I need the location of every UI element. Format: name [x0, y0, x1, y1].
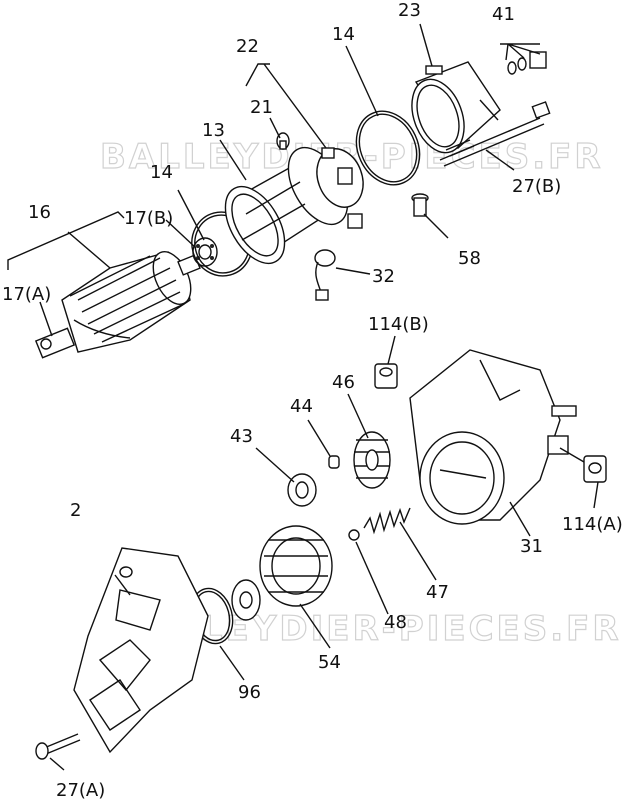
callout-16: 16: [28, 202, 51, 223]
callout-27a: 27(A): [56, 780, 105, 800]
callout-96: 96: [238, 682, 261, 703]
callout-2: 2: [70, 500, 81, 521]
part-44-pin: [328, 455, 340, 469]
callout-27b: 27(B): [512, 176, 561, 197]
part-27b-through-bolts: [439, 101, 551, 167]
part-54-clutch-assembly: [231, 525, 333, 621]
part-46-pinion-gear: [353, 431, 391, 489]
callout-114a: 114(A): [562, 514, 623, 535]
part-23-rear-cover: [411, 61, 501, 154]
callout-23: 23: [398, 0, 421, 21]
part-14-oring-upper: [355, 110, 421, 186]
callout-31: 31: [520, 536, 543, 557]
part-47-spring: [363, 507, 411, 535]
callout-58: 58: [458, 248, 481, 269]
part-32-brush-lead: [314, 249, 336, 301]
callout-54: 54: [318, 652, 341, 673]
callout-21: 21: [250, 97, 273, 118]
part-2-front-bracket: [73, 547, 209, 754]
part-41-nut-washers: [507, 51, 547, 75]
part-114a-nut: [583, 455, 607, 483]
callout-47: 47: [426, 582, 449, 603]
callout-46: 46: [332, 372, 355, 393]
part-58-grommet: [411, 193, 429, 217]
part-31-drive-housing: [409, 349, 585, 525]
part-43-collar: [287, 473, 317, 507]
callout-14-upper: 14: [332, 24, 355, 45]
callout-41: 41: [492, 4, 515, 25]
callout-22: 22: [236, 36, 259, 57]
callout-48: 48: [384, 612, 407, 633]
callout-17a: 17(A): [2, 284, 51, 305]
leader-lines: [7, 23, 599, 771]
part-27a-bolt: [35, 733, 81, 760]
callout-32: 32: [372, 266, 395, 287]
part-48-steel-ball: [348, 529, 360, 541]
callout-44: 44: [290, 396, 313, 417]
callout-17b: 17(B): [124, 208, 173, 229]
part-114b-nut: [374, 363, 398, 389]
callout-43: 43: [230, 426, 253, 447]
callout-13: 13: [202, 120, 225, 141]
part-22-brush-holder: [316, 147, 364, 229]
callout-114b: 114(B): [368, 314, 429, 335]
callout-14-lower: 14: [150, 162, 173, 183]
part-16-armature: [34, 251, 201, 359]
